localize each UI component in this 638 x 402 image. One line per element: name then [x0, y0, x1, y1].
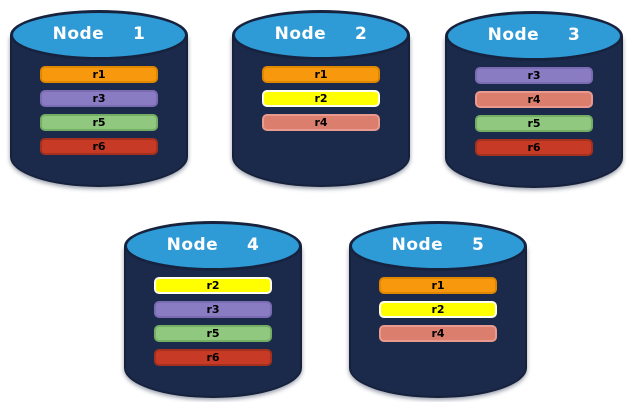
db-node-cylinder-5: Node 5 r1 r2 r4	[349, 221, 527, 398]
db-node-cylinder-4: Node 4 r2 r3 r5 r6	[124, 221, 302, 398]
replica-bar-r3: r3	[154, 301, 272, 318]
replica-bar-list: r3 r4 r5 r6	[475, 67, 593, 156]
replica-bar-r2: r2	[262, 90, 380, 107]
node-title: Node 4	[166, 235, 260, 255]
replica-label: r6	[527, 141, 541, 154]
replica-bar-r6: r6	[154, 349, 272, 366]
replica-label: r5	[92, 116, 106, 129]
replica-bar-r4: r4	[262, 114, 380, 131]
replica-bar-list: r1 r2 r4	[262, 66, 380, 131]
replica-bar-r3: r3	[475, 67, 593, 84]
replica-bar-r6: r6	[40, 138, 158, 155]
replica-label: r1	[92, 68, 106, 81]
cylinder-lid: Node 3	[445, 11, 623, 61]
replica-bar-r4: r4	[475, 91, 593, 108]
replica-bar-r4: r4	[379, 325, 497, 342]
replica-bar-r1: r1	[262, 66, 380, 83]
db-node-cylinder-3: Node 3 r3 r4 r5 r6	[445, 11, 623, 188]
node-title: Node 5	[391, 235, 485, 255]
cylinder-body	[445, 36, 623, 188]
replica-label: r4	[431, 327, 445, 340]
cylinder-body	[124, 246, 302, 398]
replica-bar-r6: r6	[475, 139, 593, 156]
replica-bar-r5: r5	[40, 114, 158, 131]
replica-label: r6	[92, 140, 106, 153]
replica-label: r5	[527, 117, 541, 130]
replica-label: r4	[527, 93, 541, 106]
replica-label: r2	[314, 92, 328, 105]
replica-bar-list: r1 r2 r4	[379, 277, 497, 342]
replica-label: r1	[314, 68, 328, 81]
replica-label: r1	[431, 279, 445, 292]
cylinder-body	[349, 246, 527, 398]
node-title: Node 1	[52, 24, 146, 44]
node-title: Node 2	[274, 24, 368, 44]
replica-label: r3	[206, 303, 220, 316]
db-node-cylinder-2: Node 2 r1 r2 r4	[232, 10, 410, 187]
cylinder-lid: Node 5	[349, 221, 527, 271]
cylinder-lid: Node 2	[232, 10, 410, 60]
replica-label: r4	[314, 116, 328, 129]
replica-bar-r2: r2	[154, 277, 272, 294]
replica-label: r6	[206, 351, 220, 364]
replica-label: r2	[206, 279, 220, 292]
replica-label: r3	[527, 69, 541, 82]
replica-bar-r1: r1	[379, 277, 497, 294]
replica-bar-r2: r2	[379, 301, 497, 318]
cylinder-lid: Node 1	[10, 10, 188, 60]
replica-label: r2	[431, 303, 445, 316]
db-node-cylinder-1: Node 1 r1 r3 r5 r6	[10, 10, 188, 187]
replica-bar-r5: r5	[475, 115, 593, 132]
replica-bar-r3: r3	[40, 90, 158, 107]
cylinder-body	[232, 35, 410, 187]
replica-bar-r1: r1	[40, 66, 158, 83]
replica-label: r5	[206, 327, 220, 340]
replica-bar-list: r1 r3 r5 r6	[40, 66, 158, 155]
replica-label: r3	[92, 92, 106, 105]
replica-bar-r5: r5	[154, 325, 272, 342]
replica-bar-list: r2 r3 r5 r6	[154, 277, 272, 366]
cylinder-lid: Node 4	[124, 221, 302, 271]
node-title: Node 3	[487, 25, 581, 45]
